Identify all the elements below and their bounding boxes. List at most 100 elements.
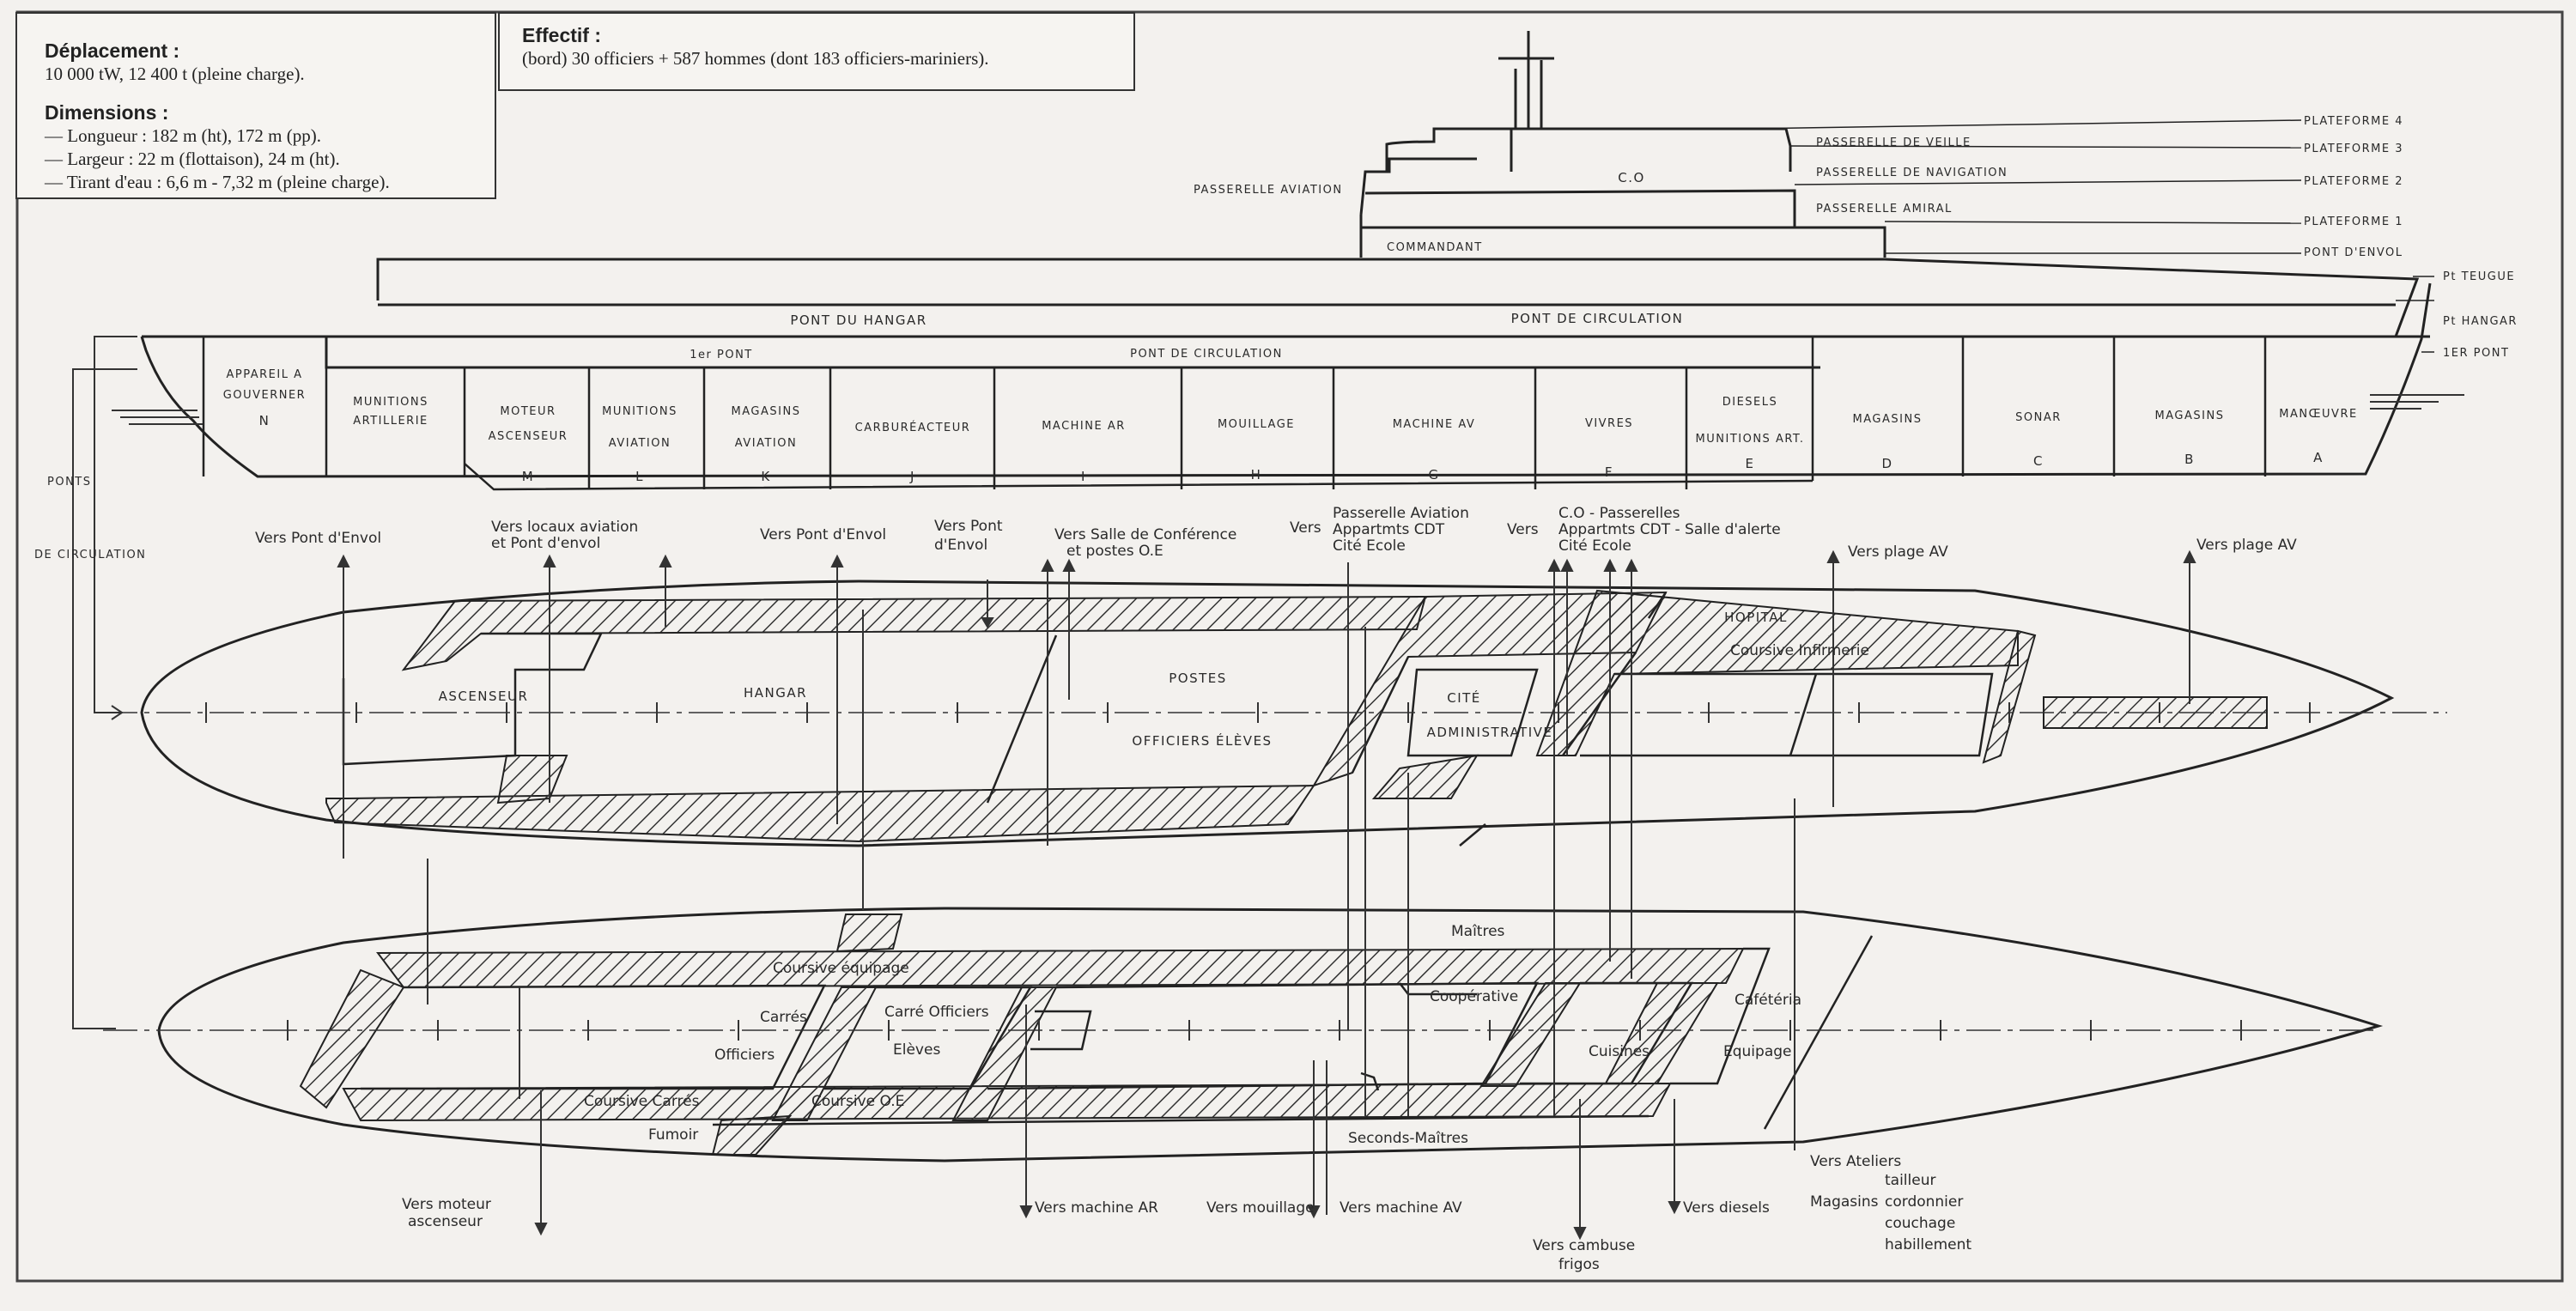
compartment-name: AVIATION xyxy=(735,437,797,450)
ascenseur-label: ASCENSEUR xyxy=(439,689,529,704)
passerelle-aviation-label: PASSERELLE AVIATION xyxy=(1194,184,1343,197)
level-label: PLATEFORME 1 xyxy=(2304,215,2403,228)
ponts-connectors xyxy=(72,336,137,1029)
compartment-letter: E xyxy=(1746,456,1755,471)
compartment-letter: J xyxy=(909,469,915,484)
passerelle-veille-label: PASSERELLE DE VEILLE xyxy=(1816,137,1971,149)
hangar-label: HANGAR xyxy=(744,685,807,701)
compartment-letter: B xyxy=(2184,452,2195,467)
compartment-letter: H xyxy=(1251,467,1262,483)
compartment-name: CARBURÉACTEUR xyxy=(855,421,971,434)
side-elevation xyxy=(140,31,2434,491)
compartment-name: MAGASINS xyxy=(1853,413,1923,426)
elevation-labels: C.O PASSERELLE AVIATION COMMANDANT PASSE… xyxy=(34,115,2518,561)
crew-box: Effectif : (bord) 30 officiers + 587 hom… xyxy=(498,12,1135,91)
level-label: PLATEFORME 2 xyxy=(2304,175,2403,188)
compartment-letter: L xyxy=(635,469,644,484)
maitres-label: Maîtres xyxy=(1451,923,1505,940)
passerelle-navigation-label: PASSERELLE DE NAVIGATION xyxy=(1816,167,2008,179)
dimensions-title: Dimensions : xyxy=(45,101,169,124)
co-label: C.O xyxy=(1618,170,1645,185)
annotation-text: habillement xyxy=(1885,1236,1971,1253)
annotation-text: Passerelle Aviation xyxy=(1333,505,1469,522)
compartment-letter: C xyxy=(2033,453,2044,469)
annotation-text: Vers locaux aviation xyxy=(491,519,638,536)
annotation-text: Vers mouillage xyxy=(1206,1199,1315,1217)
annotation-text: ascenseur xyxy=(408,1213,483,1230)
dimension-line: — Tirant d'eau : 6,6 m - 7,32 m (pleine … xyxy=(45,172,390,192)
compartment-name: MACHINE AV xyxy=(1393,418,1476,431)
level-label: Pt HANGAR xyxy=(2443,315,2518,328)
annotation-text: Vers Pont xyxy=(934,518,1003,535)
compartment-name: MUNITIONS xyxy=(602,405,677,418)
level-label: Pt TEUGUE xyxy=(2443,270,2515,283)
annotation-text: tailleur xyxy=(1885,1172,1935,1189)
coursive-carres-label: Coursive Carrés xyxy=(584,1093,700,1110)
ponts-label: PONTS xyxy=(47,476,92,489)
outer-frame xyxy=(15,10,2564,1283)
waterline-marks xyxy=(112,394,2464,425)
compartment-name: SONAR xyxy=(2015,411,2062,424)
cuisines-label: Cuisines xyxy=(1589,1043,1649,1060)
annotation-text: Vers Pont d'Envol xyxy=(760,526,886,543)
carres-label: Carrés xyxy=(760,1009,807,1026)
hopital-label: HOPITAL xyxy=(1724,610,1788,625)
annotation-text: Vers xyxy=(1507,521,1539,538)
crew-value: (bord) 30 officiers + 587 hommes (dont 1… xyxy=(522,48,989,69)
compartment-name: ARTILLERIE xyxy=(353,415,428,428)
annotation-text: Magasins xyxy=(1810,1193,1879,1211)
annotation-text: Vers moteur xyxy=(402,1196,491,1213)
annotation-text: Cité Ecole xyxy=(1333,537,1406,555)
annotation-text: cordonnier xyxy=(1885,1193,1963,1211)
compartment-name: MANŒUVRE xyxy=(2279,408,2357,421)
compartment-name: DIESELS xyxy=(1722,396,1778,409)
upper-plan-labels: ASCENSEUR HANGAR POSTES OFFICIERS ÉLÈVES… xyxy=(255,505,2297,749)
de-circulation-label: DE CIRCULATION xyxy=(34,549,146,561)
passerelle-amiral-label: PASSERELLE AMIRAL xyxy=(1816,203,1953,215)
annotation-text: Vers xyxy=(1290,519,1321,537)
compartment-name: VIVRES xyxy=(1585,417,1633,430)
access-arrows xyxy=(337,549,2196,1241)
compartment-name: APPAREIL A xyxy=(227,368,303,381)
annotation-text: Vers machine AR xyxy=(1035,1199,1158,1217)
annotation-text: Vers diesels xyxy=(1683,1199,1770,1217)
annotation-text: d'Envol xyxy=(934,537,987,554)
commandant-label: COMMANDANT xyxy=(1387,241,1483,254)
upper-hull-outline xyxy=(140,580,2395,847)
compartment-name: ASCENSEUR xyxy=(489,430,568,443)
annotation-text: Appartmts CDT xyxy=(1333,521,1445,538)
compartment-letter: M xyxy=(522,469,534,484)
dimension-line: — Largeur : 22 m (flottaison), 24 m (ht)… xyxy=(45,149,340,169)
postes-label: POSTES xyxy=(1169,671,1227,686)
coursive-oe-label: Coursive O.E xyxy=(811,1093,904,1110)
administrative-label: ADMINISTRATIVE xyxy=(1427,725,1553,740)
level-label: 1ER PONT xyxy=(2443,347,2509,360)
compartment-letter: K xyxy=(761,469,770,484)
annotation-text: Vers plage AV xyxy=(1848,543,1948,561)
coursive-infirmerie-label: Coursive Infirmerie xyxy=(1730,642,1869,659)
compartment-letter: F xyxy=(1605,464,1613,480)
crew-title: Effectif : xyxy=(522,24,601,46)
lower-plan-labels: Maîtres Coursive équipage Carrés Officie… xyxy=(402,923,1971,1273)
annotation-text: Cité Ecole xyxy=(1558,537,1631,555)
officiers-eleves-label: OFFICIERS ÉLÈVES xyxy=(1132,732,1272,749)
compartment-name: MOUILLAGE xyxy=(1218,418,1295,431)
compartment-letter: N xyxy=(259,413,270,428)
annotation-text: C.O - Passerelles xyxy=(1558,505,1680,522)
lower-hull-outline xyxy=(157,907,2384,1162)
compartment-name: GOUVERNER xyxy=(223,389,306,402)
annotation-text: frigos xyxy=(1558,1256,1600,1273)
pont-de-circulation-label: PONT DE CIRCULATION xyxy=(1511,311,1684,326)
compartment-name: MUNITIONS ART. xyxy=(1696,433,1805,446)
annotation-text: couchage xyxy=(1885,1215,1955,1232)
compartment-letter: A xyxy=(2313,450,2324,465)
annotation-text: Vers Salle de Conférence xyxy=(1054,526,1236,543)
compartment-letter: I xyxy=(1081,469,1086,484)
upper-plan xyxy=(103,580,2447,847)
premier-pont-label: 1er PONT xyxy=(690,349,752,361)
compartment-name: MUNITIONS xyxy=(353,396,428,409)
compartment-name: MOTEUR xyxy=(500,405,556,418)
annotation-text: Vers Ateliers xyxy=(1810,1153,1901,1170)
cooperative-label: Coopérative xyxy=(1430,988,1518,1005)
